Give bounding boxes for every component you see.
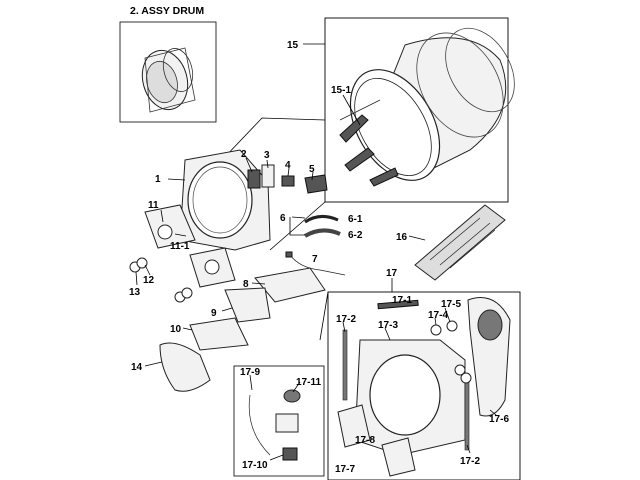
- washers-17-4-17-5: [430, 320, 472, 384]
- callout-17-10: 17-10: [242, 460, 268, 471]
- callout-16: 16: [396, 232, 408, 243]
- diagram-title: 2. ASSY DRUM: [130, 5, 204, 17]
- callout-15: 15: [287, 40, 299, 51]
- assembly-inset: [119, 21, 217, 123]
- callout-17-8: 17-8: [355, 435, 375, 446]
- callout-17-4: 17-4: [428, 310, 448, 321]
- drum-lifter-baffles: [339, 114, 399, 187]
- callout-1: 1: [155, 174, 161, 185]
- callout-17-7: 17-7: [335, 464, 355, 475]
- drum-cylinder: [339, 27, 515, 181]
- callout-17-3: 17-3: [378, 320, 398, 331]
- callout-17-5: 17-5: [441, 299, 461, 310]
- front-assembly-box: [319, 291, 521, 480]
- callout-6-2: 6-2: [348, 230, 363, 241]
- rail-17-1: [377, 299, 419, 310]
- front-panel-17-3: [354, 339, 466, 456]
- cover-part-14: [159, 342, 211, 392]
- callout-4: 4: [285, 160, 291, 171]
- callout-6: 6: [280, 213, 286, 224]
- callout-6-1: 6-1: [348, 214, 363, 225]
- bracket-part-5: [304, 174, 328, 194]
- callout-11: 11: [148, 200, 159, 211]
- callout-labels: 1 2 3 4 5 6 6-1 6-2 7 8 9 10 11 11-1 12 …: [129, 40, 509, 475]
- callout-13: 13: [129, 287, 141, 298]
- callout-11-1: 11-1: [170, 241, 190, 252]
- callout-12: 12: [143, 275, 155, 286]
- callout-17-2-lower: 17-2: [460, 456, 480, 467]
- callout-17-6: 17-6: [489, 414, 509, 425]
- callout-14: 14: [131, 362, 143, 373]
- grille-part-16: [414, 204, 506, 281]
- callout-17: 17: [386, 268, 398, 279]
- sensor-subbox: [233, 365, 325, 477]
- drum-group-box: [221, 17, 509, 251]
- duct-part-8: [254, 267, 326, 303]
- callout-8: 8: [243, 279, 249, 290]
- bearing-assemblies-17-7-17-8: [337, 404, 416, 477]
- callout-5: 5: [309, 164, 315, 175]
- duct-cover-17-6: [467, 297, 511, 417]
- callout-10: 10: [170, 324, 182, 335]
- leader-lines: [135, 43, 497, 461]
- callout-17-11: 17-11: [296, 377, 321, 388]
- callout-9: 9: [211, 308, 217, 319]
- wire-harness-7: [285, 251, 346, 276]
- callout-2: 2: [241, 149, 247, 160]
- washers-12-13: [129, 257, 193, 303]
- callout-17-9: 17-9: [240, 367, 260, 378]
- gasket-parts-6: [303, 215, 341, 238]
- sensor-parts-2-3: [247, 164, 275, 189]
- callout-15-1: 15-1: [331, 85, 351, 96]
- rear-drum-panel: [179, 149, 271, 251]
- connector-part-4: [281, 175, 295, 187]
- filter-housing-9: [224, 287, 271, 323]
- bearing-assembly-11: [144, 204, 236, 288]
- callout-17-1: 17-1: [392, 295, 412, 306]
- seal-part-10: [189, 317, 249, 351]
- callout-17-2-upper: 17-2: [336, 314, 356, 325]
- callout-7: 7: [312, 254, 318, 265]
- callout-3: 3: [264, 150, 270, 161]
